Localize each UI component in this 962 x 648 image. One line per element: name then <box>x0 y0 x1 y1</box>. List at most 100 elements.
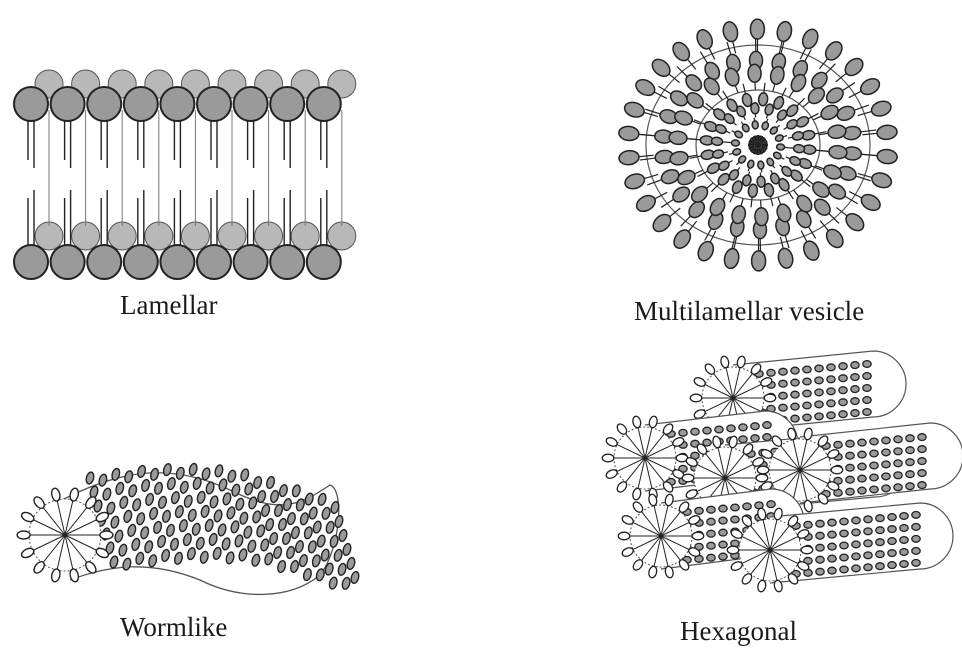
hex-surface-head <box>763 434 771 441</box>
vesicle-lipid-head <box>842 55 866 79</box>
worm-surface-head <box>333 549 343 562</box>
worm-surface-head <box>208 533 218 546</box>
lipid-head <box>270 245 304 279</box>
worm-surface-head <box>144 540 154 553</box>
hex-surface-head <box>815 377 823 384</box>
lipid-head <box>87 245 121 279</box>
vesicle-lipid-head <box>772 151 782 160</box>
lipid-head <box>307 245 341 279</box>
hex-surface-head <box>846 476 854 483</box>
worm-surface-head <box>243 525 253 538</box>
vesicle-lipid-head <box>670 184 692 205</box>
worm-surface-head <box>221 537 231 550</box>
hex-surface-head <box>739 424 747 431</box>
vesicle-lipid-head <box>755 207 769 226</box>
vesicle-lipid-head <box>721 20 739 43</box>
worm-surface-head <box>157 535 167 548</box>
hex-surface-head <box>894 484 902 491</box>
hex-surface-head <box>791 379 799 386</box>
lipid-head <box>160 245 194 279</box>
worm-surface-head <box>341 577 351 590</box>
vesicle-lipid-head <box>766 157 775 167</box>
worm-surface-head <box>209 495 219 508</box>
worm-surface-head <box>269 490 279 503</box>
vesicle-lipid-head <box>711 137 723 146</box>
vesicle-lipid-head <box>876 149 897 165</box>
worm-surface-head <box>85 471 95 484</box>
hex-surface-head <box>918 434 926 441</box>
hex-surface-head <box>763 422 771 429</box>
hex-surface-head <box>751 435 759 442</box>
hex-endcap-head <box>764 394 776 402</box>
hex-surface-head <box>719 505 727 512</box>
hex-surface-head <box>870 474 878 481</box>
hex-surface-head <box>882 449 890 456</box>
worm-surface-head <box>337 563 347 576</box>
hex-surface-head <box>864 516 872 523</box>
hex-surface-head <box>876 527 884 534</box>
hex-endcap-head <box>690 394 702 402</box>
worm-surface-head <box>227 469 237 482</box>
worm-surface-head <box>187 509 197 522</box>
worm-surface-head <box>273 504 283 517</box>
hex-surface-head <box>755 502 763 509</box>
hex-surface-head <box>863 409 871 416</box>
worm-surface-head <box>303 526 313 539</box>
hex-surface-head <box>876 515 884 522</box>
hex-surface-head <box>815 413 823 420</box>
vesicle-lipid-head <box>819 103 841 123</box>
worm-surface-head <box>334 515 344 528</box>
lipid-head <box>160 87 194 121</box>
vesicle-lipid-head <box>757 161 764 170</box>
vesicle-lipid-head <box>670 39 693 63</box>
hex-surface-head <box>791 415 799 422</box>
vesicle-lipid-head <box>741 123 750 133</box>
hex-surface-head <box>828 531 836 538</box>
hex-surface-head <box>840 542 848 549</box>
worm-surface-head <box>295 498 305 511</box>
worm-surface-head <box>110 515 120 528</box>
lipid-head <box>124 245 158 279</box>
hex-surface-head <box>888 538 896 545</box>
worm-surface-head <box>157 496 167 509</box>
lipid-head-back <box>35 222 63 250</box>
hex-endcap-head <box>757 580 767 593</box>
worm-surface-head <box>256 524 266 537</box>
vesicle-lipid-head <box>750 19 764 39</box>
worm-surface-head <box>118 543 128 556</box>
hex-surface-head <box>918 470 926 477</box>
hex-surface-head <box>707 530 715 537</box>
worm-surface-head <box>179 481 189 494</box>
hex-surface-head <box>900 513 908 520</box>
hex-surface-head <box>767 501 775 508</box>
worm-surface-head <box>350 571 360 584</box>
hex-surface-head <box>803 414 811 421</box>
lipid-head-back <box>145 222 173 250</box>
hex-surface-head <box>707 554 715 561</box>
worm-surface-head <box>183 495 193 508</box>
worm-surface-head <box>252 510 262 523</box>
vesicle-lipid-head <box>801 239 822 263</box>
hex-surface-head <box>839 411 847 418</box>
vesicle-lipid-head <box>618 125 639 141</box>
hex-surface-head <box>864 564 872 571</box>
worm-surface-head <box>98 473 108 486</box>
hex-surface-head <box>900 525 908 532</box>
worm-surface-head <box>264 552 274 565</box>
hex-surface-head <box>918 446 926 453</box>
hex-surface-head <box>851 398 859 405</box>
worm-surface-head <box>131 538 141 551</box>
vesicle-lipid-head <box>675 168 697 188</box>
vesicle-lipid-head <box>870 171 893 190</box>
hex-surface-head <box>731 516 739 523</box>
vesicle-lipid-head <box>650 211 674 235</box>
lipid-head-back <box>291 222 319 250</box>
lipid-head <box>14 87 48 121</box>
worm-surface-head <box>342 543 352 556</box>
hex-surface-head <box>707 542 715 549</box>
worm-surface-head <box>286 512 296 525</box>
worm-surface-head <box>191 523 201 536</box>
vesicle-lipid-head <box>633 76 657 98</box>
worm-surface-head <box>114 529 124 542</box>
hex-endcap-head <box>692 532 704 540</box>
